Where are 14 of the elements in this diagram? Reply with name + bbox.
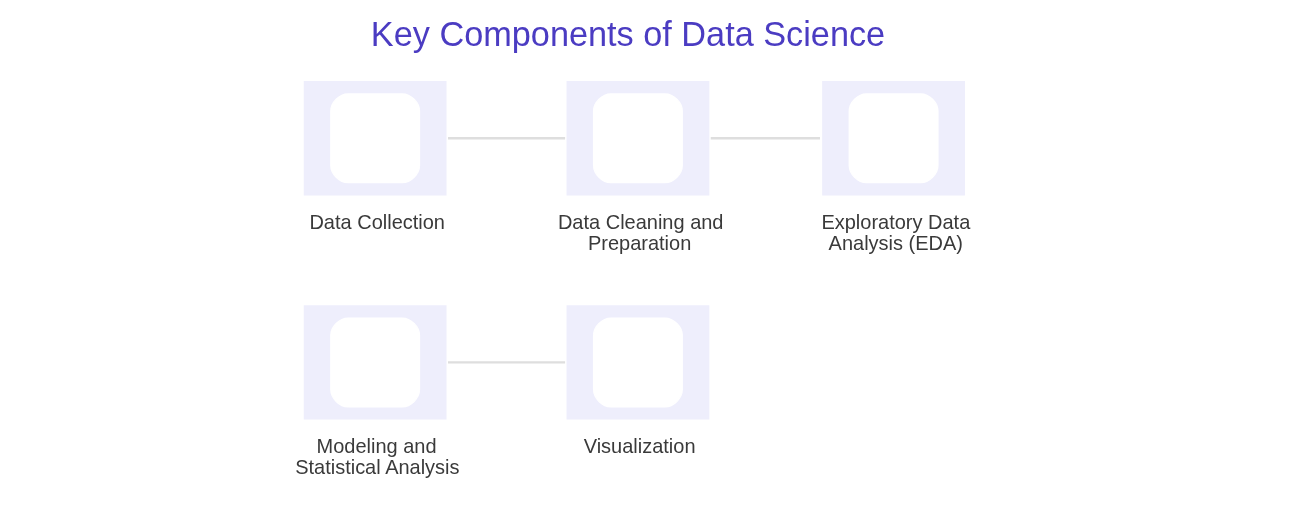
node-box <box>303 80 447 195</box>
node-label: Data Cleaning and Preparation <box>557 210 723 254</box>
node-box <box>303 304 447 420</box>
node-box <box>566 80 709 195</box>
node-label: Exploratory Data Analysis (EDA) <box>820 210 970 254</box>
node-label: Visualization <box>583 434 695 457</box>
diagram-title: Key Components of Data Science <box>370 14 885 53</box>
node-label: Data Collection <box>308 210 445 233</box>
node-label: Modeling and Statistical Analysis <box>294 434 460 478</box>
node-box <box>566 304 709 420</box>
connector <box>710 136 820 139</box>
connector <box>447 360 565 364</box>
node-box <box>821 80 965 195</box>
connector <box>447 136 565 139</box>
